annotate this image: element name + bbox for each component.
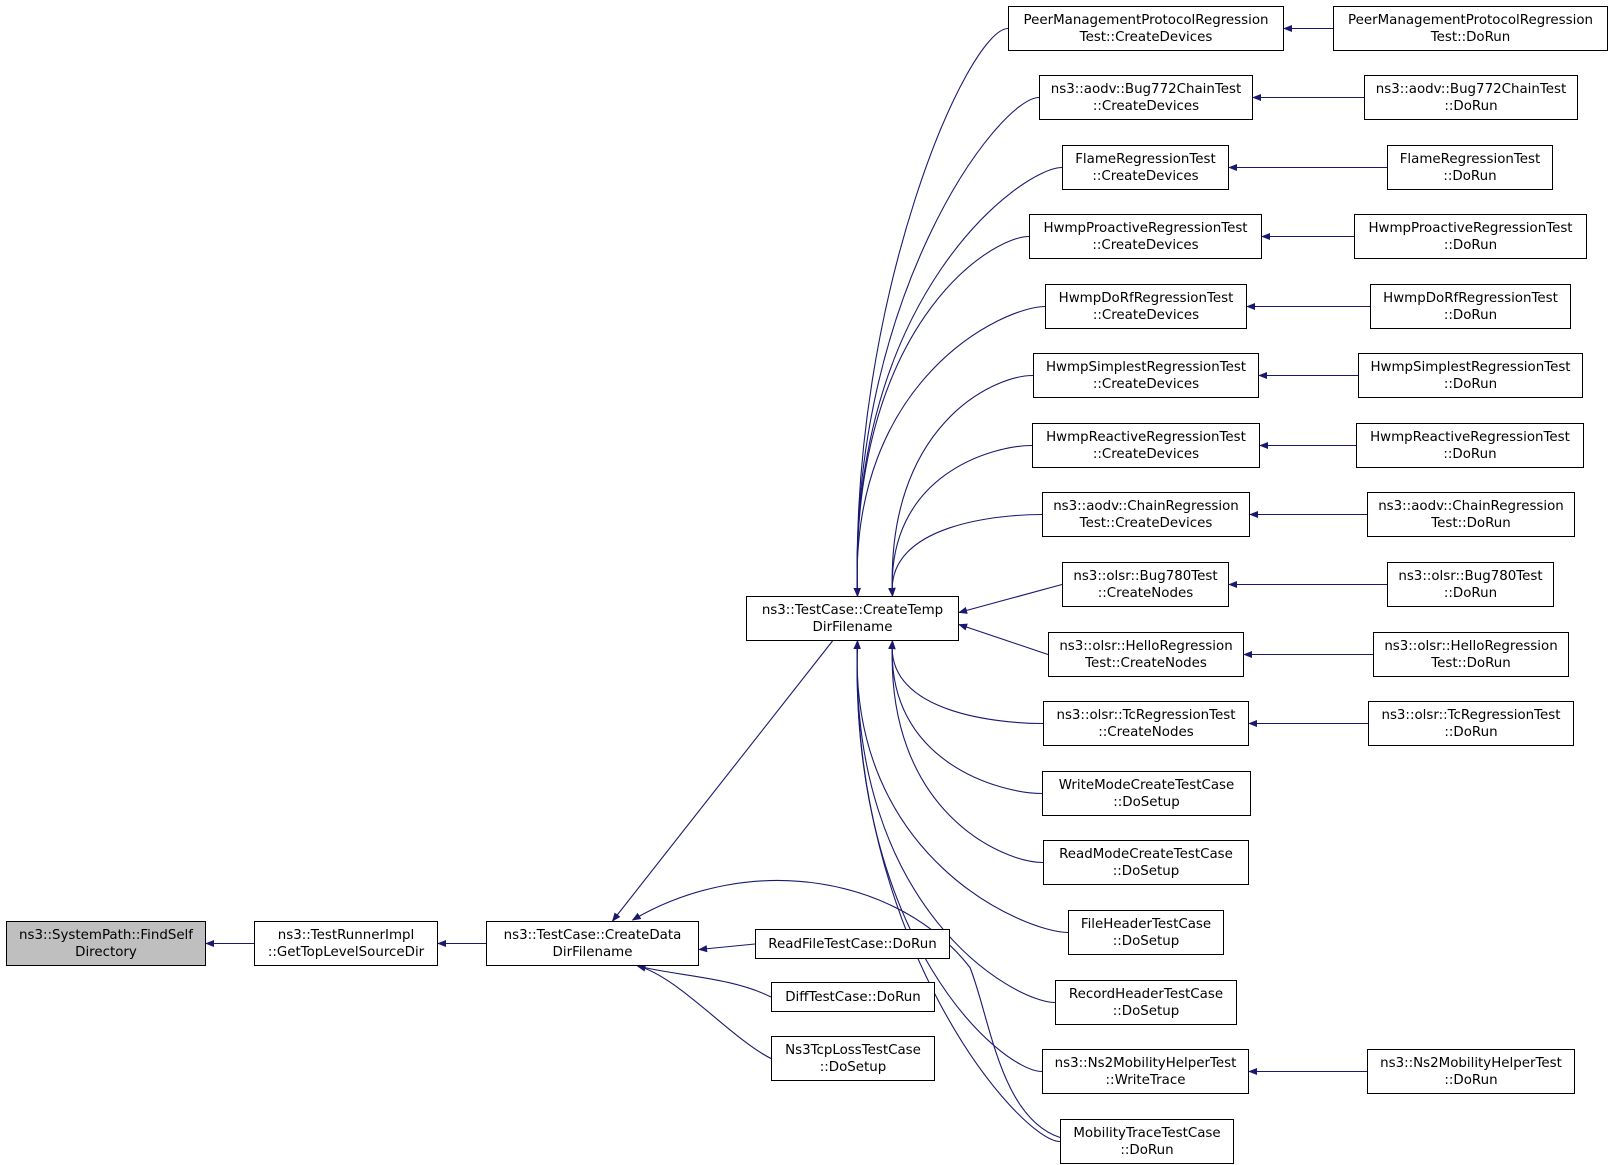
node-label: RecordHeaderTestCase ::DoSetup: [1068, 986, 1224, 1019]
node-ns2mobilityhelpertest-dorun[interactable]: ns3::Ns2MobilityHelperTest ::DoRun: [1367, 1049, 1575, 1094]
node-flameregressiontest-createdevices[interactable]: FlameRegressionTest ::CreateDevices: [1062, 145, 1229, 190]
node-fileheadertestcase-dosetup[interactable]: FileHeaderTestCase ::DoSetup: [1068, 910, 1224, 955]
node-label: HwmpDoRfRegressionTest ::CreateDevices: [1058, 290, 1234, 323]
node-label: ReadFileTestCase::DoRun: [768, 936, 937, 952]
edge-n20-to-n3: [853, 640, 1069, 934]
node-olsr-tcregressiontest-createnodes[interactable]: ns3::olsr::TcRegressionTest ::CreateNode…: [1043, 701, 1249, 746]
node-hwmpproactive-dorun[interactable]: HwmpProactiveRegressionTest ::DoRun: [1354, 214, 1587, 259]
node-recordheadertestcase-dosetup[interactable]: RecordHeaderTestCase ::DoSetup: [1055, 980, 1237, 1025]
edge-n13-to-n3: [888, 444, 1033, 597]
edge-n10-to-n3: [853, 235, 1030, 597]
edge-n21-to-n3: [853, 640, 1056, 1004]
edge-n6-to-n2: [636, 964, 772, 1059]
node-label: FlameRegressionTest ::CreateDevices: [1075, 151, 1216, 184]
edge-n12-to-n3: [888, 374, 1034, 597]
node-label: ns3::olsr::HelloRegression Test::CreateN…: [1059, 638, 1233, 671]
node-olsr-helloregression-dorun[interactable]: ns3::olsr::HelloRegression Test::DoRun: [1373, 632, 1569, 677]
edge-n4-to-n2: [698, 943, 756, 953]
node-peermanagement-dorun[interactable]: PeerManagementProtocolRegression Test::D…: [1333, 6, 1608, 51]
node-peermanagement-createdevices[interactable]: PeerManagementProtocolRegression Test::C…: [1008, 6, 1284, 51]
edge-n8-to-n3: [853, 96, 1040, 597]
node-label: ns3::aodv::ChainRegression Test::CreateD…: [1053, 498, 1239, 531]
node-olsr-bug780test-createnodes[interactable]: ns3::olsr::Bug780Test ::CreateNodes: [1062, 562, 1229, 607]
edge-n11-to-n3: [853, 305, 1046, 597]
node-testcase-createtempdirfilename[interactable]: ns3::TestCase::CreateTemp DirFilename: [746, 596, 959, 641]
node-label: ns3::olsr::Bug780Test ::DoRun: [1398, 568, 1543, 601]
edge-n14-to-n3: [888, 513, 1043, 597]
node-systempath-findselfdirectory: ns3::SystemPath::FindSelf Directory: [6, 921, 206, 966]
node-testcase-createdatadirfilename[interactable]: ns3::TestCase::CreateData DirFilename: [486, 921, 699, 966]
edge-n5-to-n2: [636, 964, 772, 998]
node-label: HwmpReactiveRegressionTest ::CreateDevic…: [1046, 429, 1246, 462]
node-difftestcase-dorun[interactable]: DiffTestCase::DoRun: [771, 982, 935, 1012]
node-label: HwmpSimplestRegressionTest ::DoRun: [1370, 359, 1571, 392]
node-label: ns3::Ns2MobilityHelperTest ::DoRun: [1380, 1055, 1562, 1088]
node-readmodecreatetestcase-dosetup[interactable]: ReadModeCreateTestCase ::DoSetup: [1043, 840, 1249, 885]
edge-n19-to-n3: [888, 640, 1044, 864]
node-label: HwmpProactiveRegressionTest ::DoRun: [1368, 220, 1573, 253]
node-aodv-bug772chaintest-dorun[interactable]: ns3::aodv::Bug772ChainTest ::DoRun: [1364, 75, 1578, 120]
node-label: ns3::olsr::TcRegressionTest ::CreateNode…: [1056, 707, 1236, 740]
node-label: ns3::olsr::HelloRegression Test::DoRun: [1384, 638, 1558, 671]
edge-n15-to-n3: [958, 583, 1063, 614]
edge-n17-to-n3: [888, 640, 1044, 725]
node-label: ns3::olsr::TcRegressionTest ::DoRun: [1381, 707, 1561, 740]
node-label: ns3::aodv::ChainRegression Test::DoRun: [1378, 498, 1564, 531]
node-flameregressiontest-dorun[interactable]: FlameRegressionTest ::DoRun: [1387, 145, 1553, 190]
node-ns2mobilityhelpertest-writetrace[interactable]: ns3::Ns2MobilityHelperTest ::WriteTrace: [1042, 1049, 1249, 1094]
edge-n3-to-n2: [611, 640, 833, 922]
node-olsr-tcregressiontest-dorun[interactable]: ns3::olsr::TcRegressionTest ::DoRun: [1368, 701, 1574, 746]
node-hwmpreactive-dorun[interactable]: HwmpReactiveRegressionTest ::DoRun: [1356, 423, 1584, 468]
node-hwmpreactive-createdevices[interactable]: HwmpReactiveRegressionTest ::CreateDevic…: [1032, 423, 1260, 468]
node-hwmpdorf-createdevices[interactable]: HwmpDoRfRegressionTest ::CreateDevices: [1045, 284, 1247, 329]
node-label: FlameRegressionTest ::DoRun: [1399, 151, 1541, 184]
node-label: DiffTestCase::DoRun: [785, 989, 921, 1005]
node-testrunnerimpl-gettoplevelsourcedir[interactable]: ns3::TestRunnerImpl ::GetTopLevelSourceD…: [254, 921, 438, 966]
node-label: ns3::TestCase::CreateTemp DirFilename: [761, 602, 944, 635]
node-label: HwmpProactiveRegressionTest ::CreateDevi…: [1043, 220, 1248, 253]
node-label: ns3::TestRunnerImpl ::GetTopLevelSourceD…: [267, 927, 425, 960]
node-hwmpsimplest-dorun[interactable]: HwmpSimplestRegressionTest ::DoRun: [1358, 353, 1583, 398]
node-writemodecreatetestcase-dosetup[interactable]: WriteModeCreateTestCase ::DoSetup: [1042, 771, 1251, 816]
node-label: ns3::olsr::Bug780Test ::CreateNodes: [1073, 568, 1218, 601]
node-olsr-helloregression-createnodes[interactable]: ns3::olsr::HelloRegression Test::CreateN…: [1048, 632, 1244, 677]
node-label: HwmpSimplestRegressionTest ::CreateDevic…: [1045, 359, 1247, 392]
node-olsr-bug780test-dorun[interactable]: ns3::olsr::Bug780Test ::DoRun: [1387, 562, 1554, 607]
edge-n23-to-n3: [853, 640, 1061, 1143]
node-readfiletestcase-dorun[interactable]: ReadFileTestCase::DoRun: [755, 929, 950, 959]
node-hwmpsimplest-createdevices[interactable]: HwmpSimplestRegressionTest ::CreateDevic…: [1033, 353, 1259, 398]
node-label: ns3::Ns2MobilityHelperTest ::WriteTrace: [1054, 1055, 1237, 1088]
node-label: MobilityTraceTestCase ::DoRun: [1073, 1125, 1221, 1158]
node-label: ns3::aodv::Bug772ChainTest ::CreateDevic…: [1050, 81, 1242, 114]
node-label: PeerManagementProtocolRegression Test::D…: [1348, 12, 1593, 45]
node-mobilitytracetestcase-dorun[interactable]: MobilityTraceTestCase ::DoRun: [1060, 1119, 1234, 1164]
node-hwmpdorf-dorun[interactable]: HwmpDoRfRegressionTest ::DoRun: [1370, 284, 1571, 329]
node-label: ns3::TestCase::CreateData DirFilename: [503, 927, 682, 960]
node-label: Ns3TcpLossTestCase ::DoSetup: [785, 1042, 921, 1075]
node-label: HwmpDoRfRegressionTest ::DoRun: [1383, 290, 1558, 323]
node-aodv-chainregression-dorun[interactable]: ns3::aodv::ChainRegression Test::DoRun: [1367, 492, 1575, 537]
edge-n7-to-n3: [853, 27, 1009, 597]
node-ns3tcplosstestcase-dosetup[interactable]: Ns3TcpLossTestCase ::DoSetup: [771, 1036, 935, 1081]
node-label: WriteModeCreateTestCase ::DoSetup: [1058, 777, 1235, 810]
node-label: ns3::SystemPath::FindSelf Directory: [19, 927, 193, 960]
node-aodv-chainregression-createdevices[interactable]: ns3::aodv::ChainRegression Test::CreateD…: [1042, 492, 1250, 537]
node-label: PeerManagementProtocolRegression Test::C…: [1023, 12, 1269, 45]
node-label: ns3::aodv::Bug772ChainTest ::DoRun: [1375, 81, 1567, 114]
node-hwmpproactive-createdevices[interactable]: HwmpProactiveRegressionTest ::CreateDevi…: [1029, 214, 1262, 259]
edge-n18-to-n3: [888, 640, 1043, 795]
node-label: ReadModeCreateTestCase ::DoSetup: [1059, 846, 1233, 879]
node-aodv-bug772chaintest-createdevices[interactable]: ns3::aodv::Bug772ChainTest ::CreateDevic…: [1039, 75, 1253, 120]
node-label: FileHeaderTestCase ::DoSetup: [1080, 916, 1212, 949]
edge-n16-to-n3: [958, 623, 1049, 656]
node-label: HwmpReactiveRegressionTest ::DoRun: [1370, 429, 1570, 462]
